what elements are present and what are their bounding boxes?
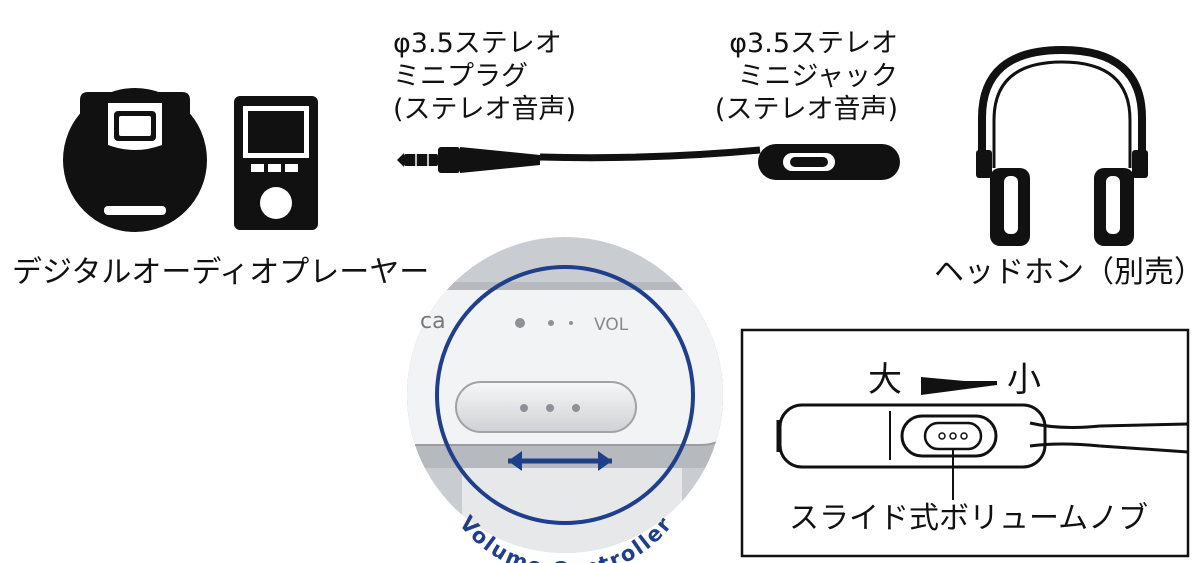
plug-label-line-3: (ステレオ音声) (393, 94, 577, 125)
slide-knob-label: スライド式ボリュームノブ (789, 501, 1149, 536)
slide-knob-detail (740, 328, 1190, 558)
plug-label: φ3.5ステレオ ミニプラグ (ステレオ音声) (393, 27, 576, 126)
player-label: デジタルオーディオプレーヤー (12, 255, 430, 290)
cd-player-icon (63, 88, 207, 232)
volume-small-label: 小 (1007, 360, 1041, 400)
volume-large-label: 大 (868, 360, 902, 400)
digital-player-icon (234, 96, 318, 230)
plug-label-line-1: φ3.5ステレオ (393, 28, 562, 59)
headphones-icon (976, 45, 1148, 246)
plug-label-line-2: ミニプラグ (393, 61, 528, 92)
jack-label-line-2: ミニジャック (737, 61, 898, 92)
zoom-brand-fragment: ca (420, 309, 446, 334)
headphone-label: ヘッドホン（別売） (934, 255, 1200, 290)
jack-label-line-3: (ステレオ音声) (714, 94, 898, 125)
adapter-cable-icon (397, 144, 900, 180)
jack-label-line-1: φ3.5ステレオ (729, 28, 898, 59)
jack-label: φ3.5ステレオ ミニジャック (ステレオ音声) (702, 27, 898, 126)
zoom-vol-label: VOL (594, 315, 629, 335)
volume-controller-zoom: ca VOL Volume Controller (407, 237, 723, 563)
